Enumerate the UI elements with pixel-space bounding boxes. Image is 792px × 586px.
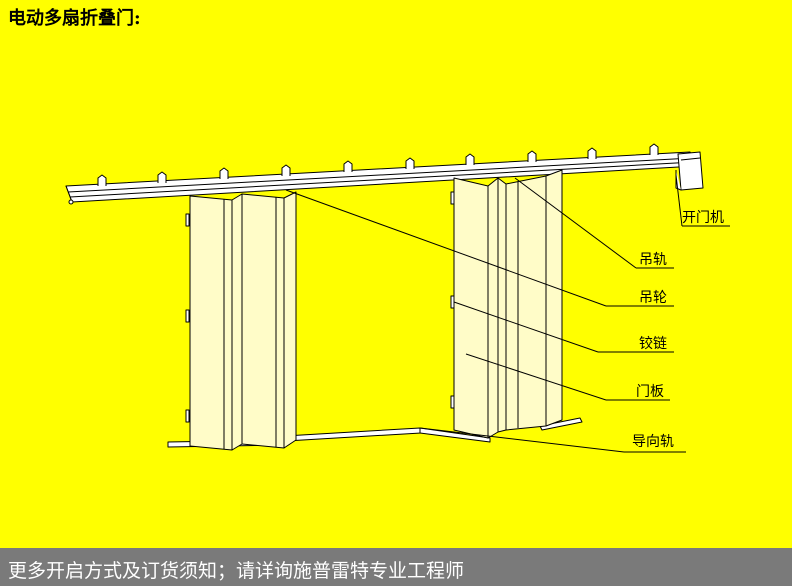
right-panel-stack	[450, 169, 563, 439]
label-hanging-wheel: 吊轮	[639, 290, 667, 306]
rail-brackets	[97, 143, 659, 186]
label-opener: 开门机	[682, 210, 724, 226]
folding-door-diagram: 开门机 吊轨 吊轮 铰链 门板 导向轨	[65, 143, 730, 453]
label-guide-rail: 导向轨	[632, 434, 674, 450]
label-hinge: 铰链	[639, 336, 667, 352]
door-opener-motor	[675, 151, 704, 191]
footer-bar: 更多开启方式及订货须知；请详询施普雷特专业工程师	[0, 548, 792, 586]
page-title: 电动多扇折叠门:	[8, 8, 141, 29]
label-hanging-rail: 吊轨	[639, 252, 667, 268]
label-door-panel: 门板	[636, 384, 664, 400]
leader-lines	[285, 174, 730, 453]
left-panel-stack	[185, 191, 297, 451]
footer-note: 更多开启方式及订货须知；请详询施普雷特专业工程师	[8, 560, 465, 582]
